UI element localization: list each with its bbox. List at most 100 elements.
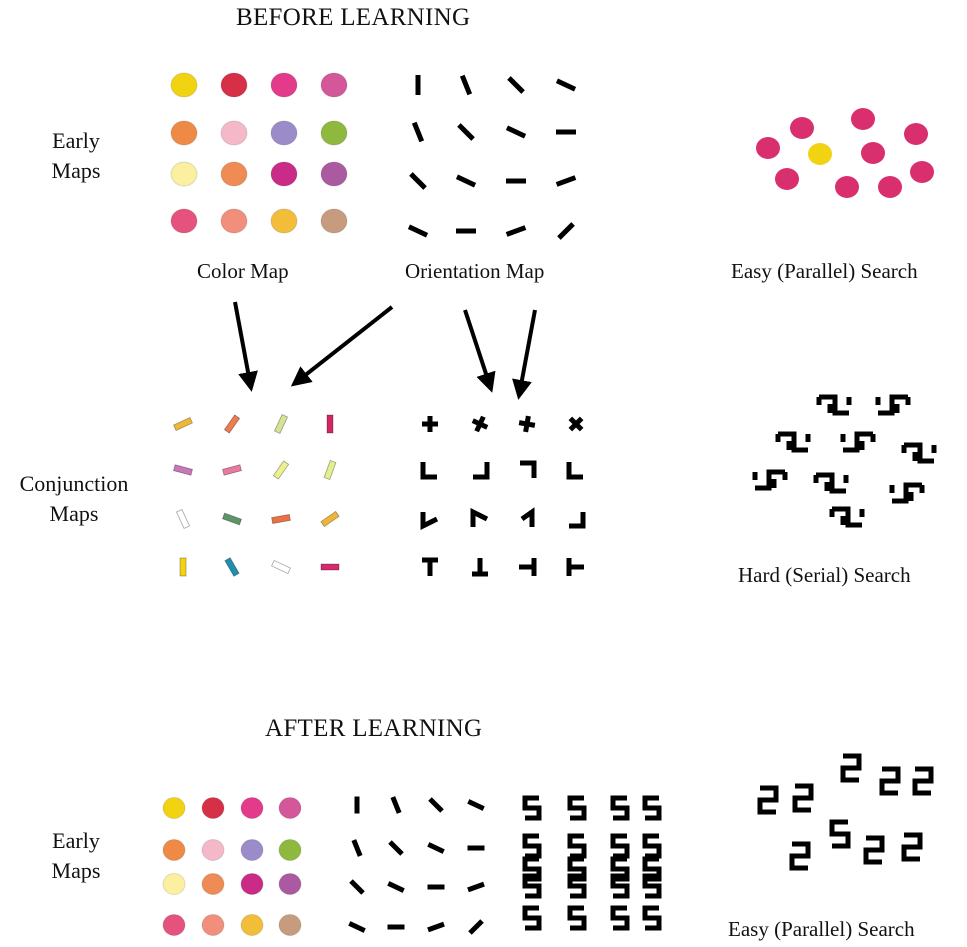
orientation-bar [411, 121, 425, 143]
after-color-map-dot [162, 839, 186, 861]
after-orientation-bar [428, 797, 444, 813]
orientation-bar [455, 174, 477, 188]
orientation-bar [407, 224, 429, 238]
hard-search-item-part [752, 472, 777, 488]
z-distractor [863, 835, 885, 865]
search-distractor-dot [910, 161, 934, 183]
orientation-map-label: Orientation Map [405, 259, 545, 283]
conjunction-bar [175, 509, 191, 529]
arrow [512, 309, 537, 400]
s-shape-item [522, 833, 542, 859]
conjunction-shape [568, 416, 584, 432]
after-orientation-bar [387, 881, 405, 893]
conjunction-bar [222, 512, 242, 526]
after-orientation-bar [427, 842, 445, 854]
after-s-shape-map [522, 795, 662, 931]
after-orientation-bar [388, 840, 404, 856]
search-distractor-dot [835, 176, 859, 198]
after-color-map-dots [162, 797, 302, 936]
conjunction-bar [179, 557, 187, 577]
color-map-dot [220, 161, 248, 187]
conjunction-shape [519, 558, 537, 576]
after-easy-search-label: Easy (Parallel) Search [728, 917, 915, 941]
conjunction-bar [271, 559, 291, 575]
after-learning-heading: AFTER LEARNING [265, 715, 483, 742]
orientation-bar [557, 222, 575, 240]
conjunction-bar [326, 414, 334, 434]
orientation-bar [555, 78, 577, 92]
hard-search-item [813, 472, 846, 494]
before-orientation-map-bars [407, 74, 577, 240]
after-color-map-dot [240, 797, 264, 819]
hard-search-item [775, 431, 808, 453]
z-distractor [840, 753, 862, 783]
after-early-label-line-1: Early [52, 828, 100, 853]
color-map-label: Color Map [197, 259, 289, 283]
conjunction-maps-label: Conjunction Maps [4, 469, 144, 529]
color-map-dot [270, 120, 298, 146]
color-map-dot [170, 208, 198, 234]
after-color-map-dot [201, 914, 225, 936]
color-map-dot [320, 120, 348, 146]
conjunction-shape [420, 512, 439, 531]
s-shape-item [522, 795, 542, 821]
conjunction-color-bars [173, 414, 340, 577]
conjunction-shape [566, 558, 584, 576]
conjunction-shape [518, 415, 536, 433]
early-label-line-1: Early [52, 128, 100, 153]
after-color-map-dot [240, 839, 264, 861]
after-color-map-dot [278, 914, 302, 936]
conjunction-shape [471, 415, 489, 433]
hard-search-item-part [786, 434, 811, 450]
arrow [290, 305, 394, 387]
z-distractor [792, 783, 814, 813]
orientation-bar [555, 175, 577, 187]
hard-search-label: Hard (Serial) Search [738, 563, 911, 587]
search-distractor-dot [851, 108, 875, 130]
z-distractor [879, 766, 901, 796]
hard-search-item-part [889, 485, 914, 501]
hard-search-item-part [840, 509, 865, 525]
conjunction-shape [470, 507, 489, 527]
after-color-map-dot [278, 873, 302, 895]
conjunction-label-line-2: Maps [49, 501, 99, 526]
orientation-bar [507, 76, 525, 94]
s-shape-item [567, 833, 587, 859]
search-distractor-dot [878, 176, 902, 198]
color-map-dot [270, 72, 298, 98]
orientation-bar [459, 74, 473, 96]
search-target-dot [808, 143, 832, 165]
conjunction-bar [222, 464, 242, 476]
after-color-map-dot [278, 839, 302, 861]
conjunction-bar [224, 557, 240, 577]
conjunction-bar [320, 510, 340, 528]
s-shape-item [642, 833, 662, 859]
color-map-dot [220, 208, 248, 234]
arrow [233, 301, 258, 392]
after-color-map-dot [240, 914, 264, 936]
after-color-map-dot [278, 797, 302, 819]
orientation-bar [409, 172, 427, 190]
after-orientation-bar [348, 921, 366, 933]
conjunction-label-line-1: Conjunction [19, 471, 129, 496]
conjunction-shape [566, 462, 583, 480]
orientation-bar [505, 125, 527, 139]
search-distractor-dot [790, 117, 814, 139]
after-color-map-dot [201, 873, 225, 895]
hard-search-item-part [875, 397, 900, 413]
s-shape-item [522, 856, 542, 882]
after-color-map-dot [201, 797, 225, 819]
color-map-dot [270, 208, 298, 234]
conjunction-shape [472, 558, 488, 577]
hard-search-item-part [912, 445, 937, 461]
hard-search-item-part [824, 475, 849, 491]
s-shape-item [610, 873, 630, 899]
s-shape-item [567, 795, 587, 821]
hard-search-item [755, 469, 788, 491]
search-distractor-dot [775, 168, 799, 190]
after-orientation-bar [468, 919, 484, 935]
after-orientation-bar [467, 881, 485, 893]
s-shape-item [642, 795, 662, 821]
search-distractor-dot [756, 137, 780, 159]
